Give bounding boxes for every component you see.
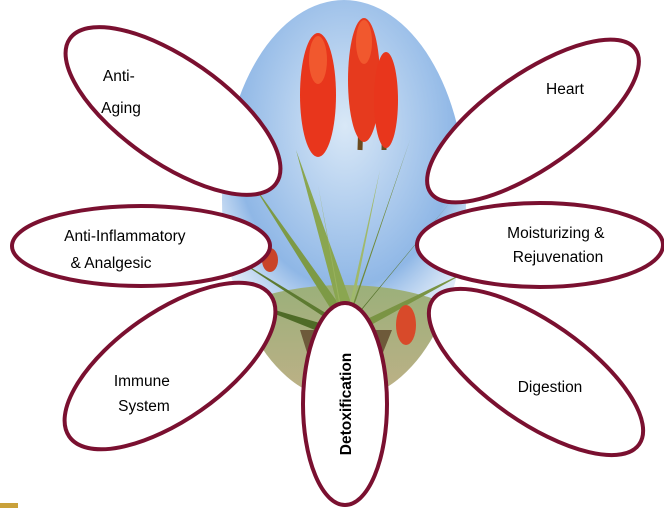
petal-detoxification-label: Detoxification [338, 353, 355, 455]
petal-digestion-label: Digestion [518, 379, 583, 396]
petal-detoxification: Detoxification [303, 303, 387, 505]
corner-accent-bar [0, 503, 18, 508]
petal-digestion: Digestion [404, 259, 664, 485]
petal-anti-inflammatory: Anti-Inflammatory & Analgesic [12, 206, 270, 286]
petal-moisturizing: Moisturizing & Rejuvenation [417, 203, 663, 287]
petal-heart-label: Heart [546, 81, 585, 98]
aloe-flower-right [374, 52, 398, 148]
